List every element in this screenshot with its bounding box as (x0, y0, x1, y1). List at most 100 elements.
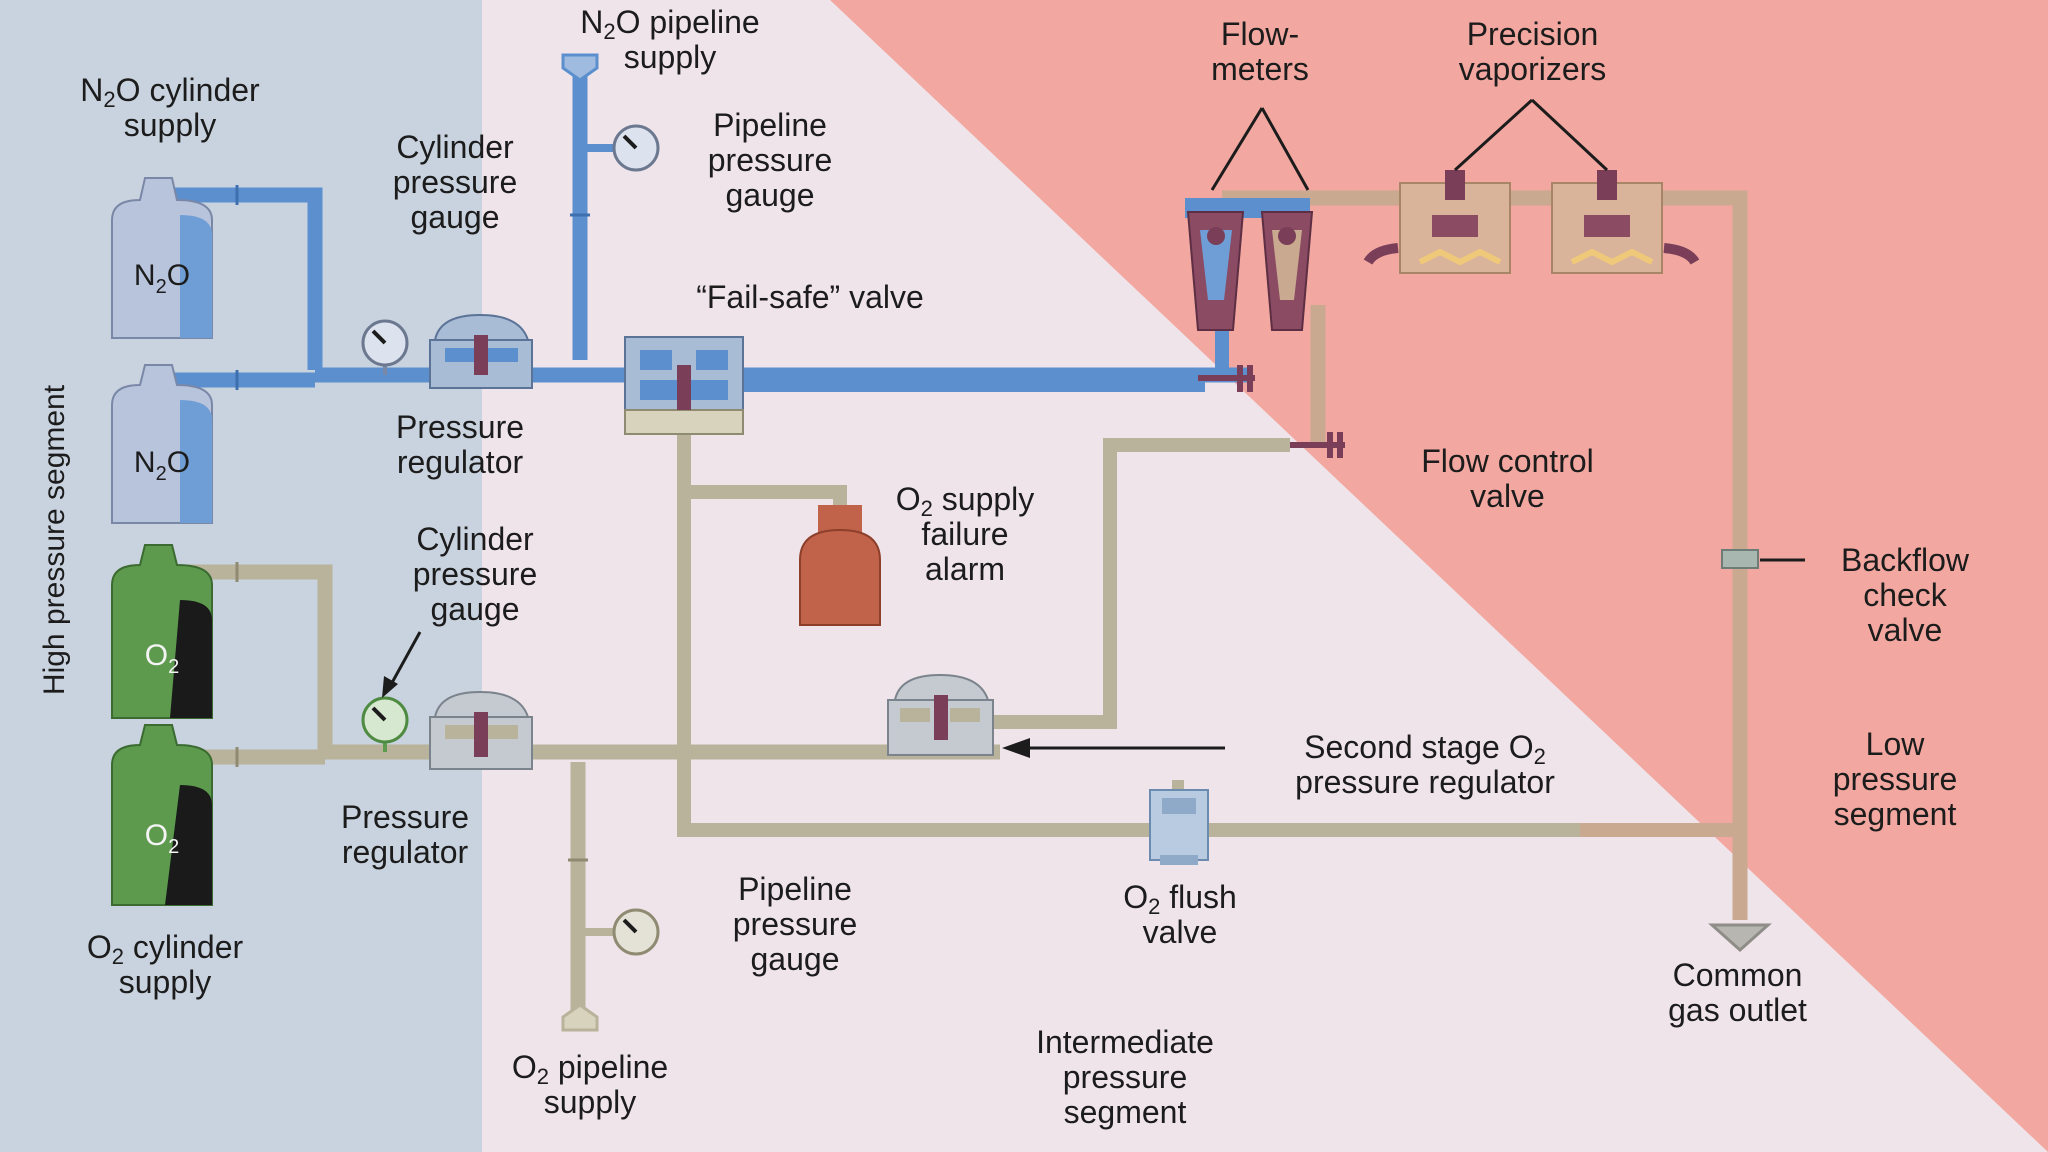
n2o-cylinder-1-icon (111, 177, 213, 339)
intermediate-pressure-zone (482, 0, 2048, 1152)
o2-piping (170, 430, 1720, 1010)
label-line: Pressure (340, 799, 470, 835)
label-line: Intermediate (1036, 1024, 1214, 1060)
label-line: gauge (750, 941, 840, 977)
label-line: gas outlet (1668, 992, 1807, 1028)
label-line: alarm (924, 551, 1005, 587)
label-line: valve (1867, 612, 1943, 648)
label-line: gauge (430, 591, 520, 627)
high-pressure-segment-label: High pressure segment (38, 384, 71, 696)
o2-pressure-regulator-icon (429, 690, 533, 770)
n2o-pipeline-pressure-gauge-icon (612, 124, 660, 172)
o2-cylinder-1-icon (111, 544, 213, 719)
label-line: Pipeline (738, 871, 852, 907)
o2-flush-valve-icon (1149, 789, 1209, 865)
label-line: supply (118, 964, 212, 1000)
common-gas-outlet-icon (1708, 923, 1772, 953)
o2-cylinder-2-icon (111, 724, 213, 906)
fail-safe-valve-icon (624, 336, 744, 435)
cylinder-label-n2o-1: N2O (134, 259, 190, 298)
label-line: pressure (392, 164, 518, 200)
label-line: valve (1470, 478, 1545, 514)
label-line: O2 supply (895, 481, 1035, 521)
label-line: Flow- (1220, 16, 1300, 52)
n2o-cylinder-pressure-gauge-icon (361, 319, 409, 375)
o2-pipeline-pressure-gauge-icon (612, 908, 660, 956)
cylinder-gauge-pointer (386, 631, 422, 691)
n2o-pressure-regulator-icon (429, 313, 533, 389)
label-line: regulator (341, 834, 469, 870)
label-line: regulator (396, 444, 524, 480)
vaporizers-pointer (1453, 98, 1609, 172)
label-line: Cylinder (396, 129, 514, 165)
flowmeters-label: Flow-meters (1180, 17, 1340, 87)
o2-pipeline-inlet-icon (561, 1003, 599, 1032)
label-line: Second stage O2 (1304, 729, 1546, 769)
label-line: supply (623, 39, 717, 75)
label-line: Flow control (1421, 443, 1594, 479)
flowmeters-pointer (1210, 107, 1310, 191)
label-line: valve (1142, 914, 1218, 950)
o2-supply-failure-alarm-icon (799, 505, 881, 626)
label-line: segment (1063, 1094, 1187, 1130)
label-line: Precision (1466, 16, 1599, 52)
label-line: pressure (707, 142, 833, 178)
second-stage-pointer-head (1002, 738, 1030, 758)
o2-check-valve-icon (235, 562, 588, 862)
label-line: O2 pipeline (511, 1049, 669, 1089)
label-line: pressure (1832, 761, 1958, 797)
flowmeters-icon (1185, 198, 1345, 458)
label-line: O2 cylinder (86, 929, 244, 969)
precision-vaporizers-icon (1363, 170, 1700, 274)
n2o-piping (165, 65, 1250, 392)
second-stage-o2-regulator-icon (887, 673, 994, 756)
label-line: Pressure (395, 409, 525, 445)
label-line: meters (1211, 51, 1309, 87)
label-line: failure (921, 516, 1009, 552)
label-line: gauge (410, 199, 500, 235)
label-line: O2 flush (1123, 879, 1237, 919)
o2-cylinder-pressure-gauge-icon (361, 696, 409, 752)
label-line: Low (1865, 726, 1925, 762)
label-line: segment (1833, 796, 1957, 832)
cylinder-gauge-pointer-head (382, 676, 398, 698)
label-line: Common (1672, 957, 1803, 993)
label-line: pressure (412, 556, 538, 592)
label-line: supply (123, 107, 217, 143)
n2o-cylinder-2-icon (111, 364, 213, 524)
label-line: N2O pipeline (580, 4, 760, 44)
label-line: “Fail-safe” valve (696, 279, 924, 315)
low-pressure-piping (1222, 190, 1748, 920)
backflow-check-valve-icon (1721, 549, 1759, 569)
fail-safe-valve-label: “Fail-safe” valve (630, 280, 990, 315)
label-line: supply (543, 1084, 637, 1120)
n2o-check-valve-icon (235, 185, 590, 390)
label-line: Backflow (1840, 542, 1970, 578)
label-line: Pipeline (713, 107, 827, 143)
label-line: pressure regulator (1295, 764, 1555, 800)
label-line: check (1863, 577, 1947, 613)
label-line: gauge (725, 177, 815, 213)
label-line: Cylinder (416, 521, 534, 557)
label-line: pressure (732, 906, 858, 942)
